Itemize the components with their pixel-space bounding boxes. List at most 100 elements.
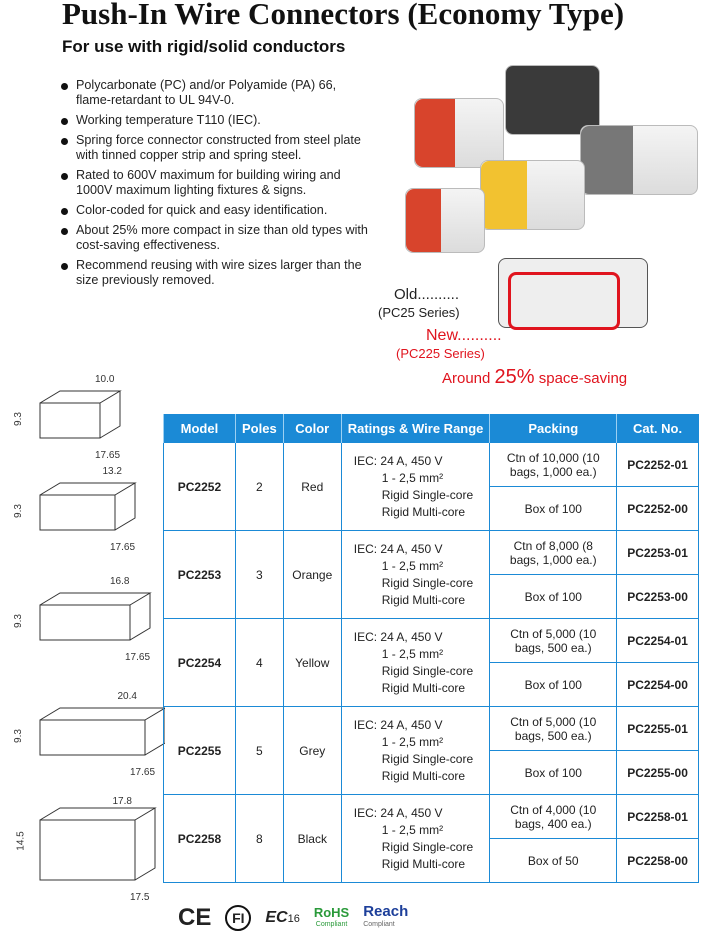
connector-drawing — [39, 482, 137, 531]
rating-line: IEC: 24 A, 450 V — [353, 453, 443, 468]
rating-line: Rigid Single-core — [381, 487, 474, 502]
cat-no-cell: PC2255-00 — [616, 750, 699, 795]
space-saving-note: Around 25% space-saving — [442, 366, 628, 388]
rating-line: Rigid Multi-core — [381, 504, 466, 519]
connector-red-photo — [414, 98, 504, 168]
new-connector-outline — [508, 272, 620, 330]
rating-line: Rigid Single-core — [381, 663, 474, 678]
feature-item: Working temperature T110 (IEC). — [60, 113, 368, 128]
rating-line: IEC: 24 A, 450 V — [353, 805, 443, 820]
feature-item: Spring force connector constructed from … — [60, 133, 368, 163]
rating-line: IEC: 24 A, 450 V — [353, 629, 443, 644]
old-series: (PC25 Series) — [378, 305, 460, 320]
packing-cell: Ctn of 8,000 (8 bags, 1,000 ea.) — [489, 530, 618, 575]
packing-cell: Box of 100 — [489, 750, 618, 795]
height-dimension: 9.3 — [12, 614, 24, 628]
column-header: Poles — [234, 414, 284, 443]
height-dimension: 9.3 — [12, 504, 24, 518]
depth-dimension: 17.65 — [95, 450, 121, 461]
table-row: PC2252 2 Red IEC: 24 A, 450 V 1 - 2,5 mm²… — [163, 442, 699, 531]
rating-line: 1 - 2,5 mm² — [381, 646, 444, 661]
column-header: Cat. No. — [616, 414, 699, 443]
height-dimension: 9.3 — [12, 412, 24, 426]
fi-mark-icon: FI — [225, 905, 252, 931]
feature-list: Polycarbonate (PC) and/or Polyamide (PA)… — [60, 78, 368, 293]
rating-line: 1 - 2,5 mm² — [381, 822, 444, 837]
table-row: Box of 100 PC2252-00 — [164, 486, 699, 531]
rating-cell: IEC: 24 A, 450 V 1 - 2,5 mm² Rigid Single-… — [340, 794, 491, 883]
cat-no-cell: PC2258-01 — [616, 794, 699, 839]
rating-line: Rigid Single-core — [381, 839, 474, 854]
color-cell: Orange — [282, 530, 342, 619]
poles-cell: 4 — [234, 618, 284, 707]
color-cell: Red — [282, 442, 342, 531]
rating-line: Rigid Multi-core — [381, 856, 466, 871]
feature-item: Rated to 600V maximum for building wirin… — [60, 168, 368, 198]
poles-cell: 3 — [234, 530, 284, 619]
height-dimension: 14.5 — [15, 831, 27, 851]
connector-yellow-photo — [480, 160, 585, 230]
packing-cell: Box of 100 — [489, 574, 618, 619]
column-header: Model — [163, 414, 236, 443]
poles-cell: 5 — [234, 706, 284, 795]
rating-line: 1 - 2,5 mm² — [381, 470, 444, 485]
packing-cell: Box of 100 — [489, 662, 618, 707]
rating-line: Rigid Multi-core — [381, 768, 466, 783]
color-cell: Black — [282, 794, 342, 883]
feature-item: Polycarbonate (PC) and/or Polyamide (PA)… — [60, 78, 368, 108]
connector-drawing — [39, 592, 152, 641]
packing-cell: Box of 100 — [489, 486, 618, 531]
width-dimension: 10.0 — [95, 374, 115, 385]
new-series: (PC225 Series) — [396, 346, 485, 361]
cat-no-cell: PC2254-00 — [616, 662, 699, 707]
depth-dimension: 17.5 — [130, 892, 150, 903]
old-connector-outline — [498, 258, 648, 328]
column-header: Packing — [489, 414, 617, 443]
new-label: New.......... — [426, 327, 502, 344]
rating-cell: IEC: 24 A, 450 V 1 - 2,5 mm² Rigid Single-… — [340, 442, 491, 531]
table-row: Box of 100 PC2253-00 — [164, 574, 699, 619]
width-dimension: 16.8 — [110, 576, 130, 587]
rating-line: 1 - 2,5 mm² — [381, 734, 444, 749]
connector-drawing — [39, 807, 157, 881]
model-cell: PC2258 — [163, 794, 236, 883]
cat-no-cell: PC2255-01 — [616, 706, 699, 751]
rating-cell: IEC: 24 A, 450 V 1 - 2,5 mm² Rigid Single-… — [340, 618, 491, 707]
rating-line: IEC: 24 A, 450 V — [353, 541, 443, 556]
packing-cell: Ctn of 4,000 (10 bags, 400 ea.) — [489, 794, 618, 839]
packing-cell: Ctn of 5,000 (10 bags, 500 ea.) — [489, 706, 618, 751]
feature-item: Color-coded for quick and easy identific… — [60, 203, 368, 218]
color-cell: Yellow — [282, 618, 342, 707]
feature-item: About 25% more compact in size than old … — [60, 223, 368, 253]
column-header: Ratings & Wire Range — [340, 414, 490, 443]
connector-drawing — [39, 707, 165, 756]
packing-cell: Ctn of 10,000 (10 bags, 1,000 ea.) — [489, 442, 618, 487]
color-cell: Grey — [282, 706, 342, 795]
cat-no-cell: PC2253-01 — [616, 530, 699, 575]
packing-cell: Ctn of 5,000 (10 bags, 500 ea.) — [489, 618, 618, 663]
cat-no-cell: PC2252-00 — [616, 486, 699, 531]
height-dimension: 9.3 — [12, 729, 24, 743]
width-dimension: 13.2 — [102, 466, 122, 477]
table-row: Box of 100 PC2255-00 — [164, 750, 699, 795]
enec-mark-icon: EC16 — [265, 909, 300, 926]
cat-no-cell: PC2252-01 — [616, 442, 699, 487]
connector-grey-photo — [580, 125, 698, 195]
depth-dimension: 17.65 — [130, 767, 156, 778]
packing-cell: Box of 50 — [489, 838, 618, 883]
depth-dimension: 17.65 — [110, 542, 136, 553]
feature-item: Recommend reusing with wire sizes larger… — [60, 258, 368, 288]
rating-line: Rigid Single-core — [381, 575, 474, 590]
column-header: Color — [282, 414, 342, 443]
model-cell: PC2253 — [163, 530, 236, 619]
model-cell: PC2252 — [163, 442, 236, 531]
poles-cell: 2 — [234, 442, 284, 531]
